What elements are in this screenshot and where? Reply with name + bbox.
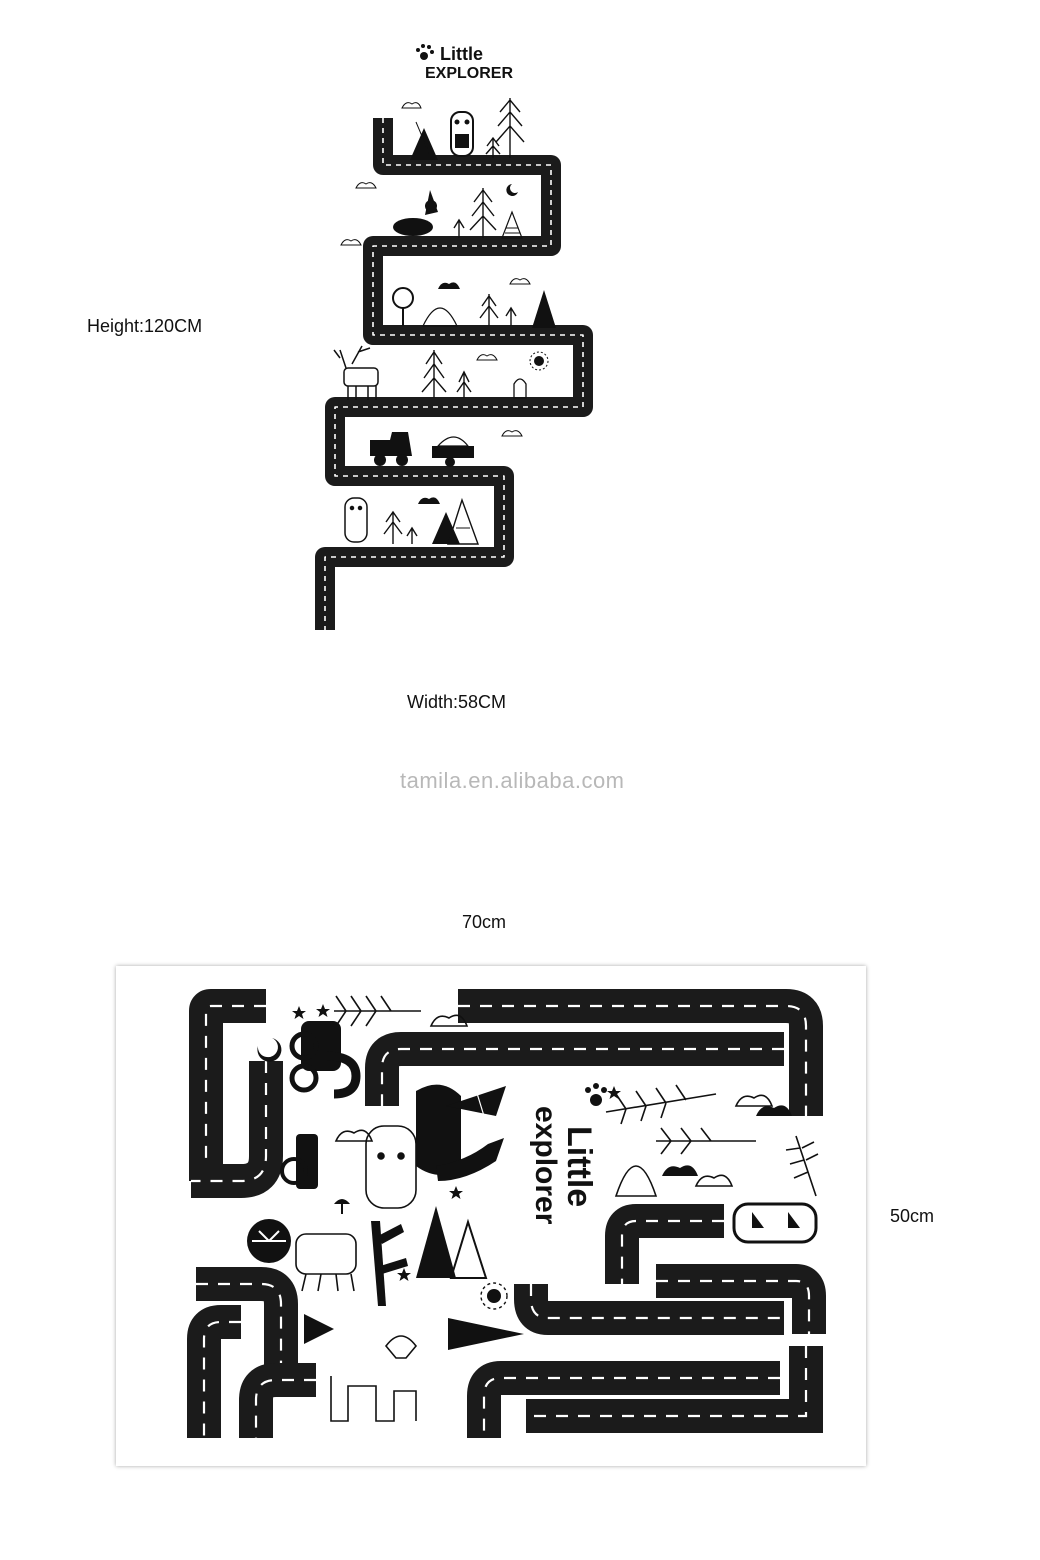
wall-sticker-illustration: Little EXPLORER [315,44,593,630]
polar-bear-icon [344,497,368,543]
pine-branch-icon [605,1084,717,1125]
sheet-height-label: 50cm [890,1206,935,1226]
cloud-icon [334,1014,774,1187]
logo-line2: EXPLORER [425,65,513,82]
raccoon-icon [732,1202,818,1244]
hill-icon [422,307,458,327]
mountain-icon [501,210,523,239]
triangle-icon [304,1314,334,1344]
road-piece-right-middle [514,1204,826,1335]
sun-icon [529,351,549,371]
pine-tree-icon [421,350,472,398]
reindeer-icon [295,1233,357,1292]
cloud-icon [401,102,422,109]
sun-icon [480,1282,508,1310]
height-label: Height:120CM [87,316,203,336]
sticker-sheet: .rd { fill:none; stroke:#1b1b1b; stroke-… [116,966,866,1466]
polar-bear-icon [365,1125,417,1209]
cloud-icon [340,182,377,246]
hill-icon [614,1165,658,1197]
round-tree-icon [392,287,414,326]
mountain-icon [532,290,556,328]
road-piece-left-top [189,989,283,1198]
sticker-sheet-illustration: .rd { fill:none; stroke:#1b1b1b; stroke-… [187,989,826,1438]
antler-icon [371,1221,408,1306]
road-piece-bottom-long [467,1346,823,1438]
star-icon [292,1004,621,1281]
pine-tree-icon [485,98,525,158]
deer-icon [393,190,438,236]
paw-icon [416,44,434,60]
winding-road [315,118,593,630]
feather-icon [446,1086,506,1117]
pine-tree-icon [453,188,497,238]
mushroom-icon [334,1199,350,1214]
moon-icon [506,184,518,196]
bear-totem-icon [450,111,474,157]
reindeer-icon [333,345,379,400]
cloud-icon [476,354,523,437]
sheet-logo-line1: Little [560,1126,598,1207]
fern-icon [785,1135,819,1197]
road-piece-left-bottom [187,1267,316,1438]
cone-icon [384,1335,418,1359]
moon-icon [257,1038,282,1062]
black-cloud-icon [418,497,440,504]
sheet-logo-line2: explorer [529,1106,562,1225]
truck-icon [370,432,474,467]
cone-icon [513,378,527,399]
sheet-width-label: 70cm [462,912,507,932]
black-cloud-icon [438,282,460,289]
pine-tree-icon [479,294,517,326]
tent-icon [410,121,438,161]
cloud-icon [509,278,531,285]
deer-icon [416,1084,504,1181]
pine-branch-icon [334,995,421,1027]
pine-tree-icon [383,510,418,544]
road-piece-top-long [365,989,823,1116]
round-tree-icon [247,1219,291,1263]
car-icon [289,1021,361,1099]
mountains-icon [416,1206,488,1279]
paw-icon [585,1083,607,1106]
pine-branch-icon [656,1127,756,1155]
watermark: tamila.en.alibaba.com [400,768,625,793]
logo-line1: Little [440,44,483,64]
black-cloud-icon [662,1105,792,1176]
pencil-icon [448,1318,524,1350]
height-ruler-icon [330,1376,417,1422]
width-label: Width:58CM [407,692,507,712]
tractor-icon [280,1134,318,1189]
mountains-icon [432,497,479,545]
